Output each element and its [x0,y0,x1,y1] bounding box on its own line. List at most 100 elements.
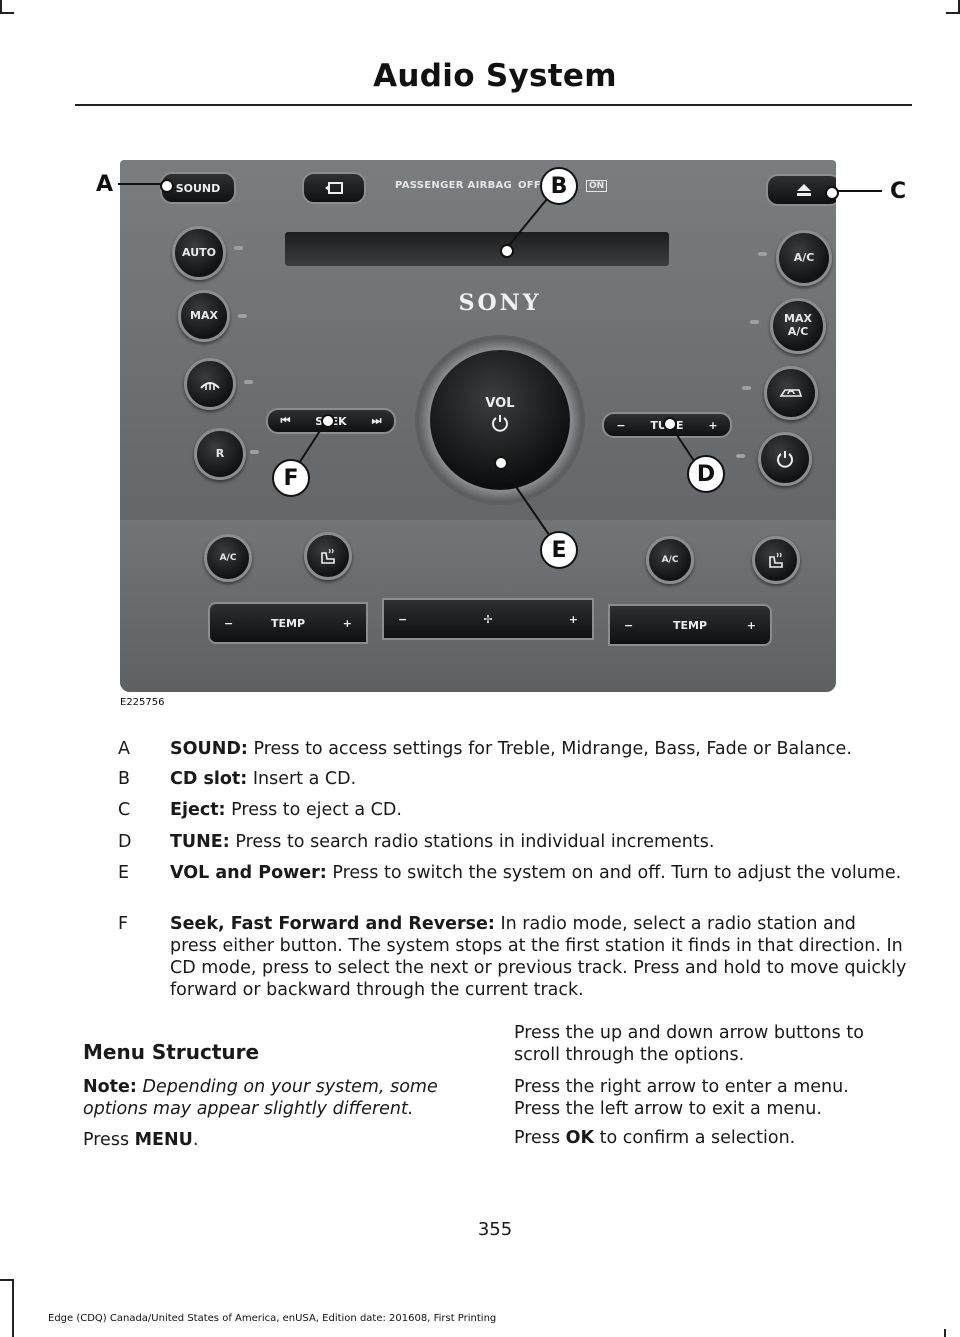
rear-defrost-button[interactable]: R [194,428,246,480]
indicator-light [250,450,259,454]
vol-label: VOL [485,396,515,411]
auto-button[interactable]: AUTO [172,226,226,280]
crop-mark [944,1329,946,1337]
enter-exit-text: Press the right arrow to enter a menu. P… [514,1077,849,1119]
note-paragraph: Note: Depending on your system, some opt… [83,1076,463,1120]
confirm-paragraph: Press OK to confirm a selection. [514,1127,894,1149]
power-icon [777,451,793,468]
heated-seat-icon [321,548,335,564]
header-divider [75,104,912,106]
climate-power-button[interactable] [758,432,812,486]
legend-letter: F [118,914,129,934]
crop-mark [958,0,960,14]
callout-marker [321,414,335,428]
legend-item-e: E VOL and Power: Press to switch the sys… [118,862,908,884]
rear-defrost-label: R [215,446,225,460]
legend-description: Insert a CD. [252,769,357,789]
legend-item-b: B CD slot: Insert a CD. [118,768,908,790]
crop-mark [0,0,2,14]
airbag-off-label: OFF [518,180,542,191]
callout-marker [160,179,174,193]
indicator-light [244,380,253,384]
legend-letter: D [118,832,132,852]
fan-speed-control[interactable]: − ✢ + [382,598,594,640]
legend-description: Press to access settings for Treble, Mid… [253,739,852,759]
display-icon [325,182,343,194]
legend-letter: B [118,769,131,789]
sound-label: SOUND [175,181,221,195]
callout-marker [663,417,677,431]
crop-mark [0,12,14,14]
crop-mark [946,12,960,14]
left-seat-cooling-button[interactable]: A/C [204,534,252,582]
indicator-light [758,252,767,256]
indicator-light [736,454,745,458]
legend-letter: A [118,739,130,759]
enter-exit-paragraph: Press the right arrow to enter a menu. P… [514,1076,894,1120]
cd-slot[interactable] [285,232,669,266]
windshield-defrost-icon [200,382,220,390]
note-label: Note: [83,1077,137,1097]
legend-term: TUNE: [170,832,230,852]
legend-term: Eject: [170,800,226,820]
legend-letter: C [118,800,131,820]
callout-leader-lines [118,183,882,546]
legend-term: SOUND: [170,739,248,759]
auto-label: AUTO [182,245,216,259]
legend-description: Press to search radio stations in indivi… [235,832,715,852]
right-seat-cooling-button[interactable]: A/C [646,536,694,584]
max-defrost-button[interactable]: MAX [178,290,230,342]
press-text: Press [83,1130,130,1150]
note-text: Depending on your system, some options m… [83,1077,438,1119]
callout-badge-f: F [272,459,310,497]
plus-icon: + [708,418,718,432]
press-text: Press [514,1128,561,1148]
crop-mark [12,1281,14,1337]
crop-mark [0,1279,14,1281]
left-seat-heating-button[interactable] [304,532,352,580]
figure-id: E225756 [120,697,165,708]
recirculation-button[interactable] [764,366,818,420]
minus-icon: − [224,616,234,630]
right-seat-heating-button[interactable] [752,536,800,584]
minus-icon: − [398,612,408,626]
minus-icon: − [624,618,634,632]
callout-marker [494,456,508,470]
right-temp-control[interactable]: − TEMP + [608,604,772,646]
max-defrost-label: MAX [190,308,218,322]
heated-seat-icon [769,552,783,568]
seat-ac-label: A/C [219,552,237,563]
ac-label: A/C [793,250,815,264]
fan-icon: ✢ [483,612,493,626]
legend-item-c: C Eject: Press to eject a CD. [118,799,908,821]
legend-description: Press to eject a CD. [231,800,402,820]
audio-panel-figure: SOUND PASSENGER AIRBAG OFF ON SONY AUTO … [120,160,836,692]
callout-marker [500,244,514,258]
recirculation-icon [779,389,803,397]
max-ac-button[interactable]: MAX A/C [770,298,826,354]
callout-marker [825,186,839,200]
indicator-light [750,320,759,324]
legend-item-f: F Seek, Fast Forward and Reverse: In rad… [118,913,908,1001]
legend-description: Press to switch the system on and off. T… [332,863,902,883]
sound-button[interactable]: SOUND [160,172,236,204]
left-temp-control[interactable]: − TEMP + [208,602,368,644]
footer-edition: Edge (CDQ) Canada/United States of Ameri… [48,1313,497,1324]
plus-icon: + [746,618,756,632]
legend-item-a: A SOUND: Press to access settings for Tr… [118,738,908,760]
callout-badge-b: B [540,167,578,205]
defrost-button[interactable] [184,358,236,410]
ac-button[interactable]: A/C [776,230,832,286]
callout-badge-e: E [540,531,578,569]
legend-term: CD slot: [170,769,248,789]
minus-icon: − [616,418,626,432]
legend-term: VOL and Power: [170,863,327,883]
menu-key: MENU [134,1130,193,1150]
brand-logo: SONY [458,290,542,316]
page-title: Audio System [373,58,617,94]
scroll-paragraph: Press the up and down arrow buttons to s… [514,1022,894,1066]
passenger-airbag-label: PASSENGER AIRBAG [395,180,513,191]
eject-button[interactable] [766,174,836,206]
display-button[interactable] [302,172,366,204]
plus-icon: + [568,612,578,626]
